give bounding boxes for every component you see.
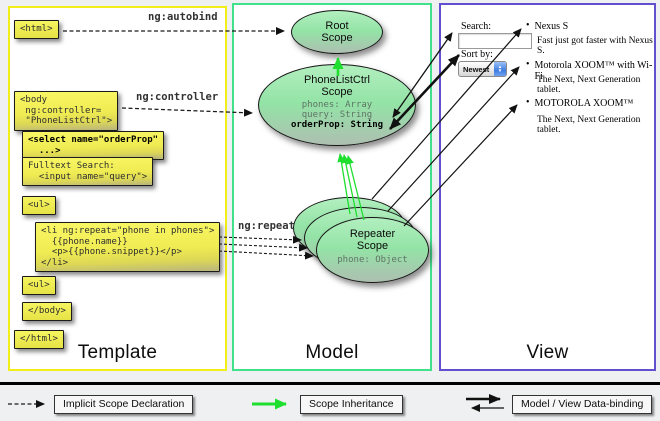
prop-query: query: String <box>301 110 373 120</box>
repeater-scope-title: Repeater Scope <box>349 228 396 252</box>
sort-dropdown-value: Newest <box>463 64 490 74</box>
sort-dropdown[interactable]: Newest ▲▼ <box>458 61 507 77</box>
li-ng-repeat-box: <li ng:repeat="phone in phones"> {{phone… <box>35 222 221 272</box>
fulltext-search-box: Fulltext Search: <input name="query"> <box>22 157 154 186</box>
repeater-scope-ellipse: Repeater Scope phone: Object <box>316 217 429 283</box>
ng-autobind-label: ng:autobind <box>148 11 218 23</box>
select-orderprop-box: <select name="orderProp" ...> <box>22 131 165 160</box>
list-item-title: • Nexus S <box>526 20 569 33</box>
html-open-tag-box: <html> <box>14 20 59 39</box>
root-scope-ellipse: Root Scope <box>291 10 383 54</box>
legend-implicit-scope-declaration: Implicit Scope Declaration <box>54 395 194 414</box>
list-item-desc: The Next, Next Generation tablet. <box>537 75 641 95</box>
prop-phones: phones: Array <box>301 100 373 110</box>
template-panel-label: Template <box>77 342 158 363</box>
prop-phone: phone: Object <box>337 255 408 265</box>
list-item-title: • MOTOROLA XOOM™ <box>526 97 634 110</box>
legend-model-view-data-binding: Model / View Data-binding <box>512 395 653 414</box>
bullet-icon: • <box>526 20 530 31</box>
legend-scope-inheritance: Scope Inheritance <box>300 395 403 414</box>
list-item-title: • Motorola XOOM™ with Wi-Fi <box>526 59 653 83</box>
list-item-desc: Fast just got faster with Nexus S. <box>537 36 653 56</box>
ul-close-tag-box: <ul> <box>22 276 56 295</box>
prop-orderprop: orderProp: String <box>290 120 384 130</box>
phonelistctrl-scope-title: PhoneListCtrl Scope <box>303 74 371 98</box>
ng-repeat-label: ng:repeat <box>238 220 295 232</box>
ng-controller-label: ng:controller <box>136 91 219 103</box>
search-label: Search: <box>461 21 491 32</box>
sort-by-label: Sort by: <box>461 49 493 60</box>
body-open-tag-box: <body ng:controller= "PhoneListCtrl"> <box>14 91 119 131</box>
view-panel-label: View <box>526 342 569 363</box>
dropdown-stepper-icon: ▲▼ <box>494 62 506 76</box>
ul-open-tag-box: <ul> <box>22 196 56 215</box>
html-close-tag-box: </html> <box>14 330 64 349</box>
search-input[interactable] <box>458 33 532 49</box>
legend-separator-line <box>0 382 660 385</box>
body-close-tag-box: </body> <box>22 302 72 321</box>
bullet-icon: • <box>526 59 530 70</box>
model-panel-label: Model <box>305 342 359 363</box>
bullet-icon: • <box>526 97 530 108</box>
model-panel: Model <box>232 3 432 371</box>
phonelistctrl-scope-ellipse: PhoneListCtrl Scope phones: Array query:… <box>258 64 416 146</box>
root-scope-title: Root Scope <box>321 20 353 44</box>
list-item-desc: The Next, Next Generation tablet. <box>537 115 641 135</box>
